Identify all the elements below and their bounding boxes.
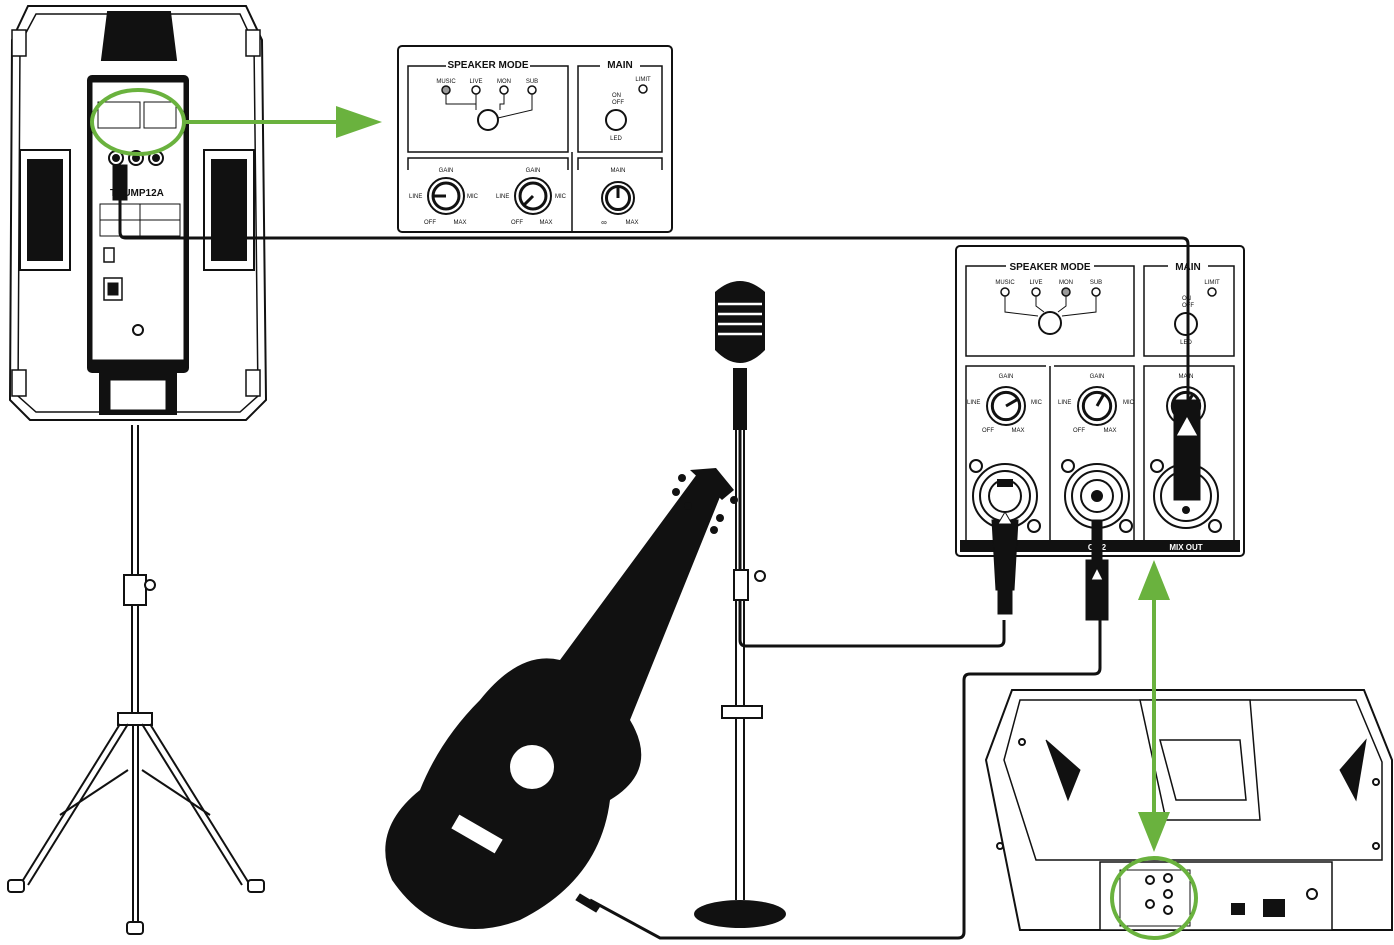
top-max-label-2: MAX bbox=[539, 220, 552, 226]
right-speaker-mode-title: SPEAKER MODE bbox=[1009, 262, 1090, 273]
link-arrow bbox=[1138, 560, 1170, 852]
top_panel-mode-led-live bbox=[471, 85, 481, 95]
top-speaker-mode-title: SPEAKER MODE bbox=[447, 60, 528, 71]
acoustic-guitar bbox=[385, 468, 738, 929]
right-max-label-2: MAX bbox=[1103, 428, 1116, 434]
speaker-model-label: THUMP12A bbox=[110, 188, 164, 199]
right-mode-label-sub: SUB bbox=[1090, 280, 1102, 286]
top-mic-label-2: MIC bbox=[555, 194, 567, 200]
right-line-label-2: LINE bbox=[1058, 400, 1071, 406]
right-led-label: LED bbox=[1180, 340, 1192, 346]
right-main-knob-label: MAIN bbox=[1179, 374, 1194, 380]
right-mode-label-live: LIVE bbox=[1029, 280, 1042, 286]
monitor-input-callout bbox=[1110, 856, 1198, 940]
top-mode-label-mon: MON bbox=[497, 79, 511, 85]
right-mode-label-music: MUSIC bbox=[995, 280, 1015, 286]
top-line-label-2: LINE bbox=[496, 194, 509, 200]
top-gain-knob-2-pointer bbox=[522, 194, 535, 207]
right_panel-mode-led-mon bbox=[1061, 287, 1071, 297]
tripod-stand bbox=[7, 425, 265, 935]
right-gain-label-2: GAIN bbox=[1090, 374, 1105, 380]
top-on-label: ON bbox=[612, 93, 621, 99]
top-led-label: LED bbox=[610, 136, 622, 142]
detail-control-panel bbox=[397, 45, 673, 233]
top-limit-label: LIMIT bbox=[635, 77, 651, 83]
right_panel-mode-led-sub bbox=[1091, 287, 1101, 297]
callout-arrowhead bbox=[336, 106, 382, 138]
right-gain-knob-1-pointer bbox=[1005, 397, 1019, 408]
cables bbox=[118, 172, 1190, 940]
top-off-knob-label-1: OFF bbox=[424, 220, 436, 226]
right-mic-label-2: MIC bbox=[1123, 400, 1135, 406]
top_panel-mode-led-sub bbox=[527, 85, 537, 95]
right_panel-mode-led-live bbox=[1031, 287, 1041, 297]
top-mode-label-sub: SUB bbox=[526, 79, 538, 85]
top-infinity-label: ∞ bbox=[601, 218, 607, 227]
top-max-label-3: MAX bbox=[625, 220, 638, 226]
rear-panel-callout bbox=[90, 88, 342, 156]
top-max-label-1: MAX bbox=[453, 220, 466, 226]
right-off-knob-label-2: OFF bbox=[1073, 428, 1085, 434]
top-off-knob-label-2: OFF bbox=[511, 220, 523, 226]
top_panel-mode-led-mon bbox=[499, 85, 509, 95]
top-main-title: MAIN bbox=[607, 60, 633, 71]
top-mode-label-music: MUSIC bbox=[436, 79, 456, 85]
top-line-label-1: LINE bbox=[409, 194, 422, 200]
top-mode-label-live: LIVE bbox=[469, 79, 482, 85]
main-speaker-rear bbox=[8, 5, 268, 421]
right-gain-label-1: GAIN bbox=[999, 374, 1014, 380]
cable-plugs bbox=[112, 164, 1201, 913]
right-mic-label-1: MIC bbox=[1031, 400, 1043, 406]
right-max-label-1: MAX bbox=[1011, 428, 1024, 434]
right-gain-knob-2-pointer bbox=[1095, 393, 1106, 407]
top-main-knob-label: MAIN bbox=[611, 168, 626, 174]
right-mode-label-mon: MON bbox=[1059, 280, 1073, 286]
top-off-label: OFF bbox=[612, 100, 624, 106]
right-line-label-1: LINE bbox=[967, 400, 980, 406]
right_panel-mode-led-music bbox=[1000, 287, 1010, 297]
right-off-knob-label-1: OFF bbox=[982, 428, 994, 434]
mix-out-label: MIX OUT bbox=[1169, 543, 1202, 552]
top-mic-label-1: MIC bbox=[467, 194, 479, 200]
microphone-stand bbox=[694, 281, 786, 928]
top-gain-label-1: GAIN bbox=[439, 168, 454, 174]
top-gain-label-2: GAIN bbox=[526, 168, 541, 174]
right-limit-label: LIMIT bbox=[1204, 280, 1220, 286]
top_panel-mode-led-music bbox=[441, 85, 451, 95]
floor-monitor bbox=[984, 689, 1393, 931]
